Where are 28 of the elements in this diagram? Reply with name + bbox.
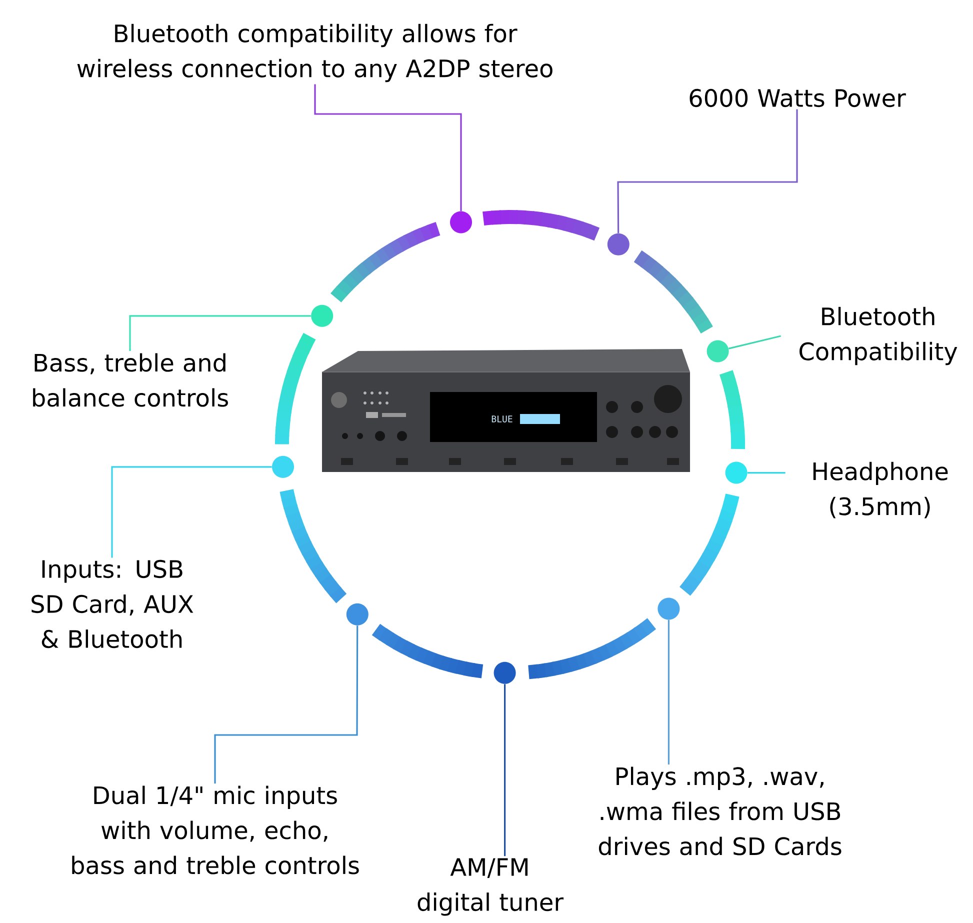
callout-text: Headphone (3.5mm): [813, 462, 948, 518]
marker-dot: [450, 211, 472, 234]
leader-line: [129, 315, 311, 352]
callout-text: Inputs: USB SD Card, AUX & Bluetooth: [32, 560, 194, 648]
leader-line: [617, 109, 798, 234]
callout-text: Bluetooth compatibility allows for wireless connection to any A2DP stereo: [77, 24, 552, 82]
leader-line: [748, 472, 786, 474]
leader-line: [111, 466, 272, 558]
marker-dot: [311, 304, 334, 327]
display-text: BLUE: [492, 416, 512, 422]
marker-dot: [706, 340, 729, 362]
callout-text: Bass, treble and balance controls: [33, 353, 228, 407]
marker-dot: [346, 603, 368, 626]
leader-line: [668, 620, 670, 765]
callout-text: Dual 1/4" mic inputs with volume, echo, bass and treble controls: [72, 786, 359, 874]
marker-dot: [494, 662, 516, 684]
marker-dot: [272, 456, 294, 478]
leader-line: [728, 335, 781, 350]
callout-text: Plays .mp3, .wav, .wma files from USB drives and SD Cards: [598, 766, 842, 856]
callout-text: Bluetooth Compatibility: [800, 306, 958, 366]
leader-line: [214, 626, 358, 784]
callout-text: 6000 Watts Power: [690, 88, 906, 108]
marker-dot: [607, 233, 630, 256]
callout-text: AM/FM digital tuner: [418, 858, 564, 916]
leader-line: [504, 684, 506, 856]
marker-dot: [658, 598, 680, 620]
marker-dot: [725, 462, 748, 484]
leader-line: [314, 84, 462, 212]
